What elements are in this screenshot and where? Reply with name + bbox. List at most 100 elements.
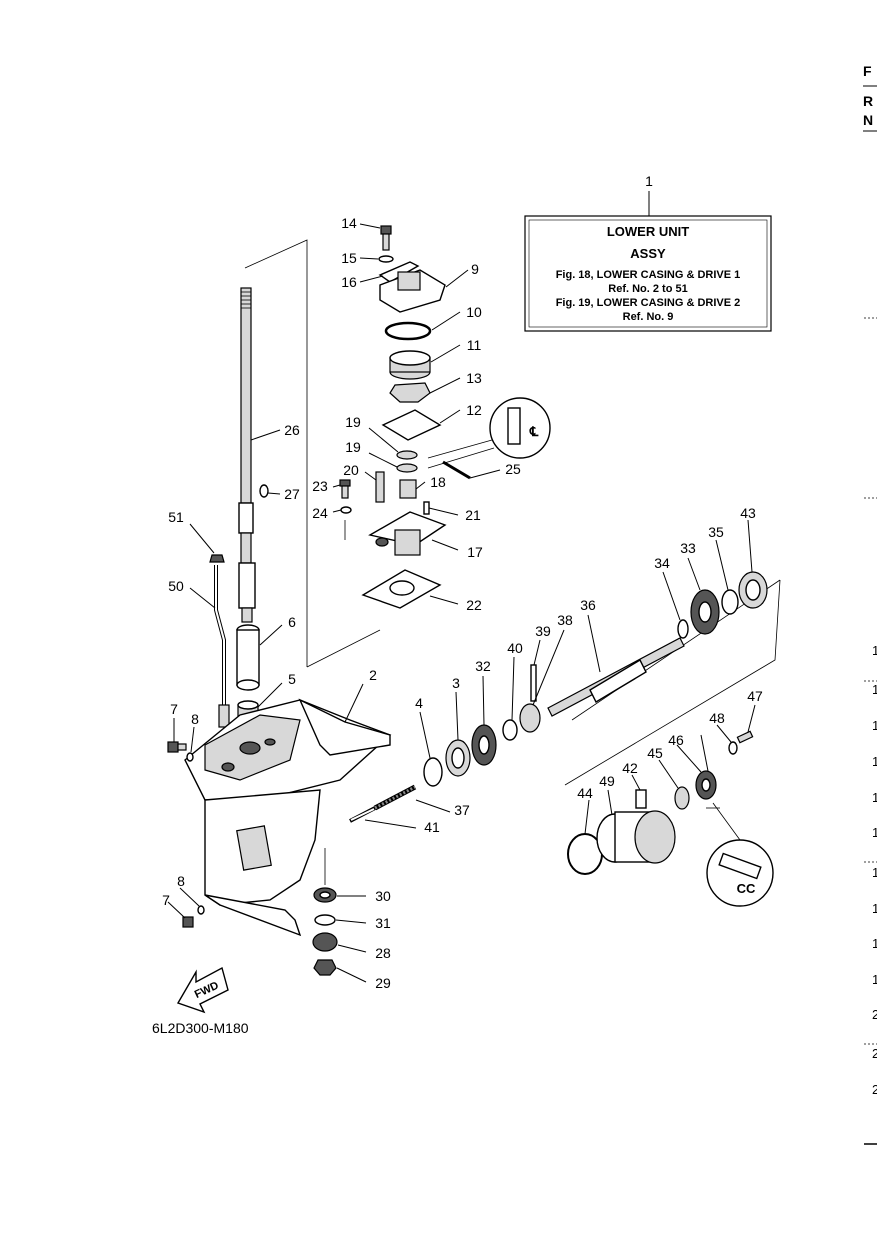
drive-shaft — [238, 287, 256, 623]
edge-num-2: 1 — [872, 682, 877, 697]
callout-12: 12 — [466, 402, 482, 418]
callout-40: 40 — [507, 640, 523, 656]
callout-45: 45 — [647, 745, 663, 761]
callout-4: 4 — [415, 695, 423, 711]
adhesive-icon-lower: CC — [737, 881, 756, 896]
callout-24: 24 — [312, 505, 328, 521]
callout-22: 22 — [466, 597, 482, 613]
bolt-14 — [380, 225, 392, 251]
callout-15: 15 — [341, 250, 357, 266]
callout-25: 25 — [505, 461, 521, 477]
edge-num-8: 1 — [872, 901, 877, 916]
callout-32: 32 — [475, 658, 491, 674]
edge-header-r: R — [863, 93, 873, 109]
spring-40 — [502, 719, 518, 741]
bolt-7-upper — [167, 741, 187, 753]
edge-num-10: 1 — [872, 972, 877, 987]
shim-34 — [677, 619, 689, 639]
washer-24 — [340, 506, 352, 514]
callout-17: 17 — [467, 544, 483, 560]
washer-8-lower — [197, 905, 205, 915]
callout-9: 9 — [471, 261, 479, 277]
callout-7-lower: 7 — [162, 892, 170, 908]
callout-18: 18 — [430, 474, 446, 490]
reference-box-line-3: Fig. 19, LOWER CASING & DRIVE 2 — [556, 297, 741, 309]
callout-8-lower: 8 — [177, 873, 185, 889]
callout-33: 33 — [680, 540, 696, 556]
callout-41: 41 — [424, 819, 440, 835]
callout-26: 26 — [284, 422, 300, 438]
reference-box-subtitle: ASSY — [630, 246, 666, 261]
callout-2: 2 — [369, 667, 377, 683]
callout-36: 36 — [580, 597, 596, 613]
needle-bearing-45 — [674, 786, 690, 810]
adhesive-detail-lower: CC — [706, 802, 774, 907]
callout-8-upper: 8 — [191, 711, 199, 727]
dog-clutch-38 — [519, 703, 541, 733]
callout-35: 35 — [708, 524, 724, 540]
shift-rod-41 — [349, 806, 376, 823]
callout-13: 13 — [466, 370, 482, 386]
edge-header-n: N — [863, 112, 873, 128]
callout-47: 47 — [747, 688, 763, 704]
reference-box-line-2: Ref. No. 2 to 51 — [608, 283, 687, 295]
reference-box-title: LOWER UNIT — [607, 224, 689, 239]
callout-1: 1 — [645, 173, 653, 189]
bolt-23 — [339, 479, 351, 499]
callout-27: 27 — [284, 486, 300, 502]
shift-plunger-37 — [373, 784, 417, 811]
bushing-6 — [236, 624, 260, 691]
forward-gear-33 — [690, 589, 720, 635]
edge-num-3: 1 — [872, 718, 877, 733]
bearing-3 — [445, 739, 471, 777]
key-25 — [442, 460, 471, 480]
callout-46-a: 46 — [668, 732, 684, 748]
edge-num-4: 1 — [872, 754, 877, 769]
callout-6: 6 — [288, 614, 296, 630]
callout-43: 43 — [740, 505, 756, 521]
bearing-30 — [313, 848, 337, 903]
key-42 — [635, 789, 647, 809]
nut-29 — [313, 959, 337, 976]
shim-35 — [721, 589, 739, 615]
oring-10 — [384, 321, 432, 341]
callout-37: 37 — [454, 802, 470, 818]
reference-box-line-4: Ref. No. 9 — [623, 311, 674, 323]
callout-14: 14 — [341, 215, 357, 231]
callout-20: 20 — [343, 462, 359, 478]
pin-27 — [259, 484, 269, 498]
fwd-direction-arrow: FWD — [176, 966, 229, 1014]
callout-42: 42 — [622, 760, 638, 776]
callout-labels: 14 15 16 9 10 11 13 12 19 19 20 18 23 24… — [162, 215, 763, 991]
callout-51: 51 — [168, 509, 184, 525]
oil-seal-46 — [695, 770, 717, 800]
propeller-shaft-36 — [547, 637, 685, 717]
pipe-20 — [375, 471, 385, 503]
callout-29: 29 — [375, 975, 391, 991]
edge-num-6: 1 — [872, 825, 877, 840]
reference-box-line-1: Fig. 18, LOWER CASING & DRIVE 1 — [556, 269, 741, 281]
edge-num-11: 2 — [872, 1007, 877, 1022]
callout-34: 34 — [654, 555, 670, 571]
dowel-21 — [423, 501, 430, 515]
callout-7-upper: 7 — [170, 701, 178, 717]
shim-31 — [314, 914, 336, 926]
impeller-13 — [389, 382, 431, 403]
bolt-47 — [736, 730, 754, 744]
reference-box: 1 LOWER UNIT ASSY Fig. 18, LOWER CASING … — [524, 173, 772, 332]
callout-44: 44 — [577, 785, 593, 801]
callout-48: 48 — [709, 710, 725, 726]
bearing-43 — [738, 571, 768, 609]
edge-header-f: F — [863, 63, 872, 79]
washer-8-upper — [186, 752, 194, 762]
callout-28: 28 — [375, 945, 391, 961]
callout-21: 21 — [465, 507, 481, 523]
callout-23: 23 — [312, 478, 328, 494]
pin-39 — [530, 664, 537, 702]
edge-num-13: 2 — [872, 1082, 877, 1097]
callout-39: 39 — [535, 623, 551, 639]
insert-cartridge-11 — [389, 350, 431, 380]
leader-lines — [167, 223, 756, 983]
reverse-gear-32 — [471, 724, 497, 766]
